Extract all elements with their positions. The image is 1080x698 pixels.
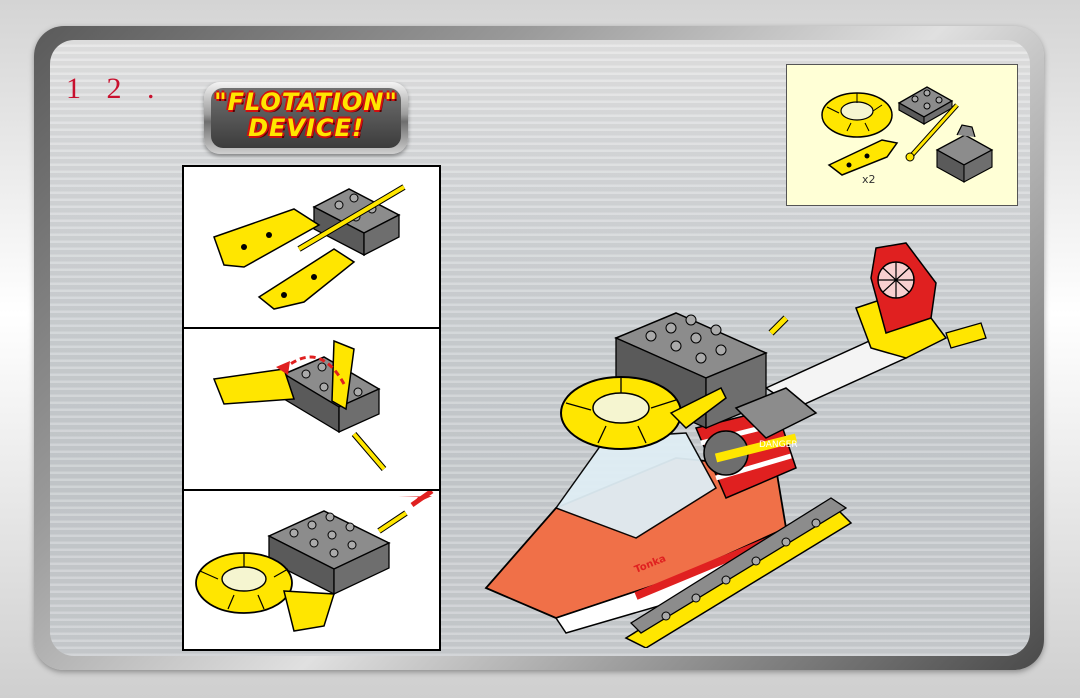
substep-1-illustration	[213, 184, 406, 310]
substep-2-box	[182, 327, 441, 491]
substep-1-box	[182, 165, 441, 329]
substep-2-illustration	[212, 339, 387, 471]
parts-list-box	[786, 64, 1018, 206]
parts-illustration	[821, 86, 994, 183]
step-number: 1 2 .	[66, 72, 164, 105]
title-badge-line1: "FLOTATION"	[214, 88, 398, 116]
title-badge: "FLOTATION" DEVICE!	[204, 82, 408, 154]
helicopter-illustration: DANGER Tonka	[484, 242, 987, 649]
danger-decal: DANGER	[759, 440, 798, 450]
parts-quantity-label: x2	[862, 173, 876, 186]
title-badge-inner	[211, 88, 401, 148]
substep-3-box	[182, 489, 441, 651]
title-badge-line2: DEVICE!	[248, 114, 364, 142]
substep-3-illustration	[195, 491, 434, 632]
helicopter-model: DANGER Tonka	[476, 238, 996, 653]
